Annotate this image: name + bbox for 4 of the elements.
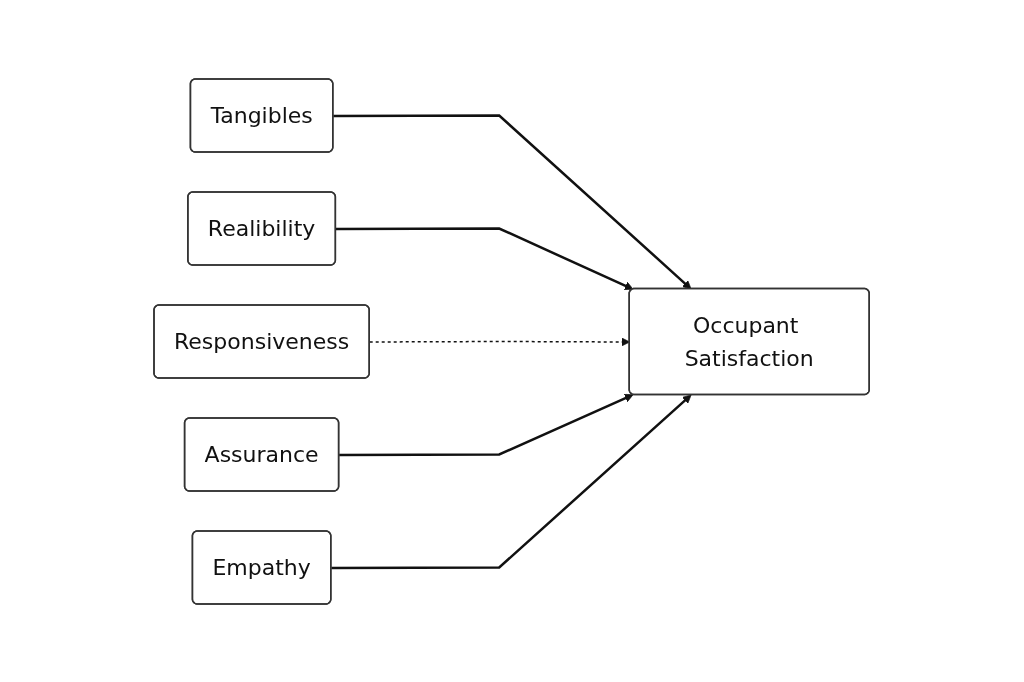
arrow xyxy=(333,113,692,289)
arrow xyxy=(336,226,634,290)
arrow xyxy=(339,393,634,456)
arrow xyxy=(331,394,692,569)
